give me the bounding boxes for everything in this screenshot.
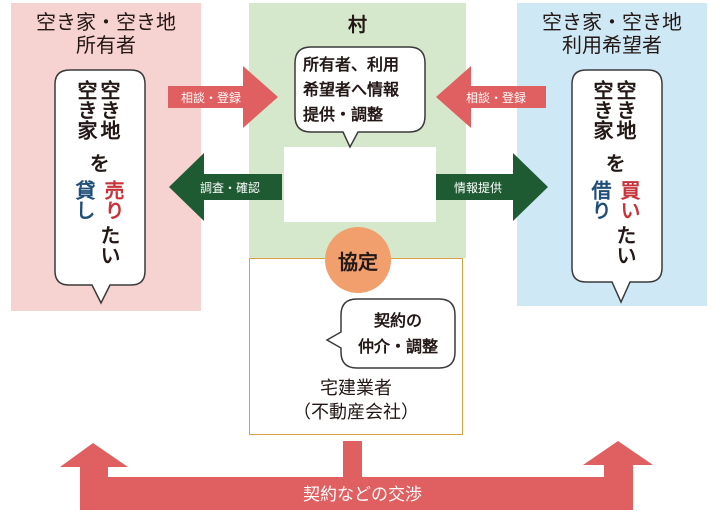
user-bubble-particle: を [602,153,626,173]
user-title-line1: 空き家・空き地 [542,10,682,34]
village-speech-bubble [294,46,426,149]
user-bubble-buy: 買い [617,180,641,220]
arrow-village-to-owner [169,153,282,221]
blank-placeholder-area [284,147,436,222]
agent-name: 宅建業者 （不動産会社） [249,377,463,425]
user-bubble-col2: 空き家 [590,80,614,140]
agent-bubble-text: 契約の 仲介・調整 [341,308,455,360]
owner-speech-bubble [54,69,146,305]
owner-title-line2: 所有者 [76,33,136,57]
village-title: 村 [347,14,367,36]
label-user-to-village: 相談・登録 [466,91,527,105]
label-negotiation: 契約などの交渉 [303,485,422,505]
village-bubble-text: 所有者、利用 希望者へ情報 提供・調整 [295,52,425,127]
arrow-owner-to-village [168,66,278,128]
owner-bubble-rent: 貸し [72,180,96,220]
owner-title: 空き家・空き地 所有者 [11,11,201,57]
label-owner-to-village: 相談・登録 [181,91,242,105]
agent-name-line2: （不動産会社） [293,402,419,423]
user-bubble-ending: たい [613,225,637,265]
village-bubble-line3: 提供・調整 [303,105,384,124]
label-village-to-user: 情報提供 [454,181,503,195]
user-bubble-col1: 空き地 [613,80,637,140]
owner-bubble-col2: 空き家 [74,80,98,140]
owner-bubble-ending: たい [97,225,121,265]
owner-title-line1: 空き家・空き地 [36,10,176,34]
user-title-line2: 利用希望者 [562,33,662,57]
arrow-user-to-village [436,66,546,128]
agent-bubble-line2: 仲介・調整 [357,337,438,356]
agent-speech-bubble [325,298,456,369]
village-bubble-line2: 希望者へ情報 [303,80,400,99]
user-title: 空き家・空き地 利用希望者 [517,11,707,57]
arrow-village-to-user [436,153,548,221]
owner-bubble-col1: 空き地 [97,80,121,140]
agent-name-line1: 宅建業者 [320,378,392,399]
user-bubble-borrow: 借り [588,180,612,220]
agreement-badge: 協定 [325,227,391,293]
owner-bubble-sell: 売り [101,180,125,220]
owner-bubble-particle: を [86,153,110,173]
agent-bubble-line1: 契約の [373,311,422,330]
user-speech-bubble [571,69,663,304]
village-bubble-line1: 所有者、利用 [303,55,400,74]
label-village-to-owner: 調査・確認 [200,181,261,195]
arrow-negotiation [60,441,653,510]
